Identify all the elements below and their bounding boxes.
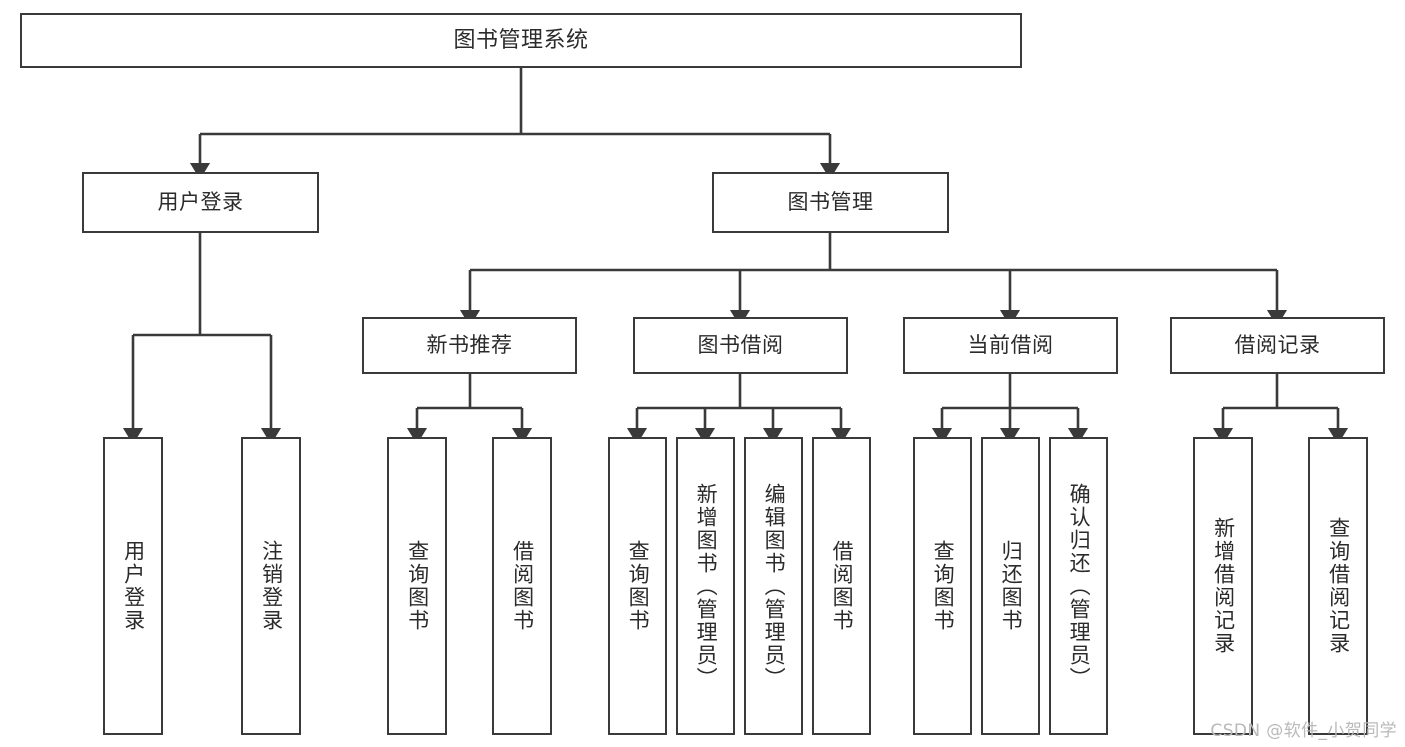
leaf-borrow-record-query-record[interactable]: 查询借阅记录 — [1308, 437, 1368, 735]
node-user-login[interactable]: 用户登录 — [82, 172, 319, 233]
leaf-borrow-record-add-record[interactable]: 新增借阅记录 — [1193, 437, 1253, 735]
leaf-label: 查询图书 — [626, 540, 651, 632]
leaf-label: 新增借阅记录 — [1211, 517, 1236, 655]
node-borrow-record[interactable]: 借阅记录 — [1170, 317, 1385, 374]
leaf-label: 确认归还（管理员） — [1067, 482, 1092, 690]
leaf-book-borrow-borrow-book[interactable]: 借阅图书 — [812, 437, 871, 735]
node-book-management[interactable]: 图书管理 — [712, 172, 949, 233]
node-book-borrow[interactable]: 图书借阅 — [633, 317, 848, 374]
leaf-book-borrow-add-book-admin[interactable]: 新增图书（管理员） — [676, 437, 735, 735]
leaf-book-borrow-edit-book-admin[interactable]: 编辑图书（管理员） — [744, 437, 803, 735]
node-user-login-label: 用户登录 — [157, 190, 244, 215]
leaf-label: 查询图书 — [931, 540, 956, 632]
node-borrow-record-label: 借阅记录 — [1234, 333, 1321, 358]
node-book-borrow-label: 图书借阅 — [697, 333, 784, 358]
leaf-label: 编辑图书（管理员） — [762, 482, 787, 690]
leaf-label: 借阅图书 — [510, 540, 535, 632]
leaf-current-borrow-query-book[interactable]: 查询图书 — [913, 437, 972, 735]
csdn-watermark: CSDN @软件_小贺同学 — [1210, 721, 1397, 741]
node-current-borrow[interactable]: 当前借阅 — [903, 317, 1118, 374]
node-root-label: 图书管理系统 — [453, 27, 589, 53]
node-book-management-label: 图书管理 — [787, 190, 874, 215]
leaf-new-book-query-book[interactable]: 查询图书 — [387, 437, 447, 735]
leaf-label: 归还图书 — [999, 540, 1024, 632]
node-new-book-recommend[interactable]: 新书推荐 — [362, 317, 577, 374]
node-new-book-recommend-label: 新书推荐 — [426, 333, 513, 358]
leaf-current-borrow-return-book[interactable]: 归还图书 — [981, 437, 1040, 735]
leaf-label: 新增图书（管理员） — [694, 482, 719, 690]
leaf-label: 查询借阅记录 — [1326, 517, 1351, 655]
leaf-user-login-login[interactable]: 用户登录 — [103, 437, 163, 735]
leaf-label: 查询图书 — [405, 540, 430, 632]
leaf-book-borrow-query-book[interactable]: 查询图书 — [608, 437, 667, 735]
node-current-borrow-label: 当前借阅 — [967, 333, 1054, 358]
leaf-current-borrow-confirm-return-admin[interactable]: 确认归还（管理员） — [1049, 437, 1108, 735]
leaf-user-login-logout[interactable]: 注销登录 — [241, 437, 301, 735]
leaf-label: 注销登录 — [259, 540, 284, 632]
leaf-label: 借阅图书 — [830, 540, 855, 632]
leaf-new-book-borrow-book[interactable]: 借阅图书 — [492, 437, 552, 735]
leaf-label: 用户登录 — [121, 540, 146, 632]
node-root-book-management-system[interactable]: 图书管理系统 — [20, 13, 1022, 68]
